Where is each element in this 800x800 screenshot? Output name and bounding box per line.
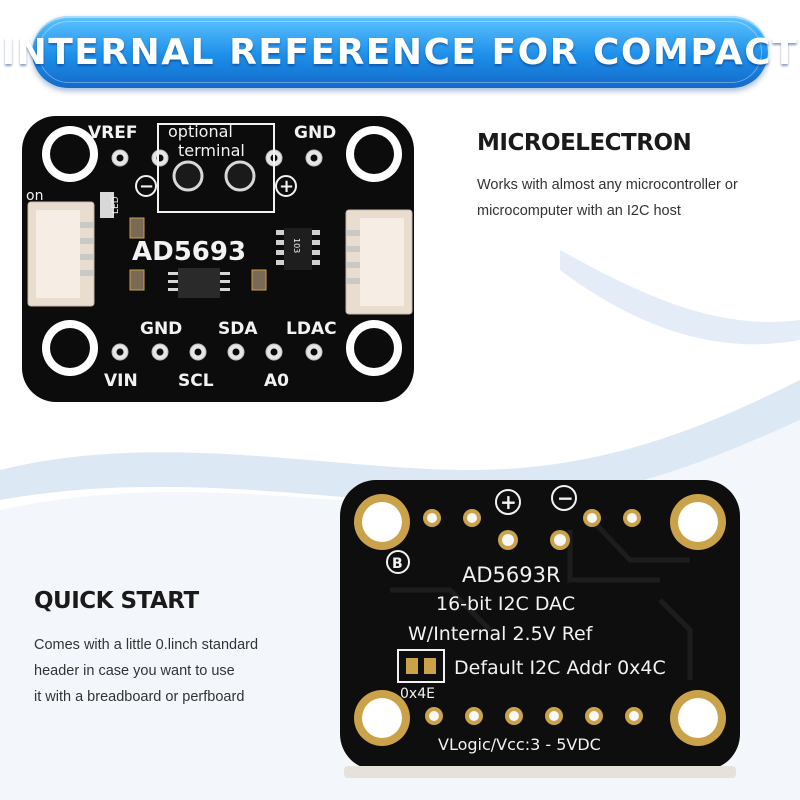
body-line: it with a breadboard or perfboard <box>34 689 245 705</box>
label-vref: VREF <box>88 123 137 143</box>
b-mark-circle <box>386 550 410 574</box>
led-indicator: LED <box>100 192 121 218</box>
capacitor <box>129 217 145 239</box>
label-sda: SDA <box>218 319 258 339</box>
section-heading-microelectron: MICROELECTRON <box>477 130 692 156</box>
stemma-connector-left <box>27 201 95 307</box>
pcb-edge <box>344 766 736 778</box>
dac-chip <box>168 268 230 298</box>
board-back-photo: + − B AD5693R 16-bit I2C DAC W/Internal … <box>330 470 750 790</box>
back-top-pads <box>423 509 641 550</box>
terminal-pad-plus <box>224 160 256 192</box>
section-body-quick-start: Comes with a little 0.linch standard hea… <box>34 632 258 710</box>
label-ldac: LDAC <box>286 319 337 339</box>
pcb-traces <box>390 518 693 680</box>
minus-circle-back <box>551 485 577 511</box>
body-line: Works with almost any microcontroller or <box>477 177 738 193</box>
label-optional: optional <box>168 122 233 141</box>
label-minus: − <box>139 176 154 197</box>
back-description: 16-bit I2C DAC <box>436 593 575 615</box>
mounting-holes <box>42 126 402 376</box>
back-b-mark: B <box>392 556 403 572</box>
back-vlogic: VLogic/Vcc:3 - 5VDC <box>438 735 601 754</box>
capacitor <box>129 269 145 291</box>
mounting-holes-back <box>354 494 726 746</box>
title-banner: INTERNAL REFERENCE FOR COMPACT <box>2 16 797 88</box>
label-vin: VIN <box>104 371 138 391</box>
pcb-back <box>340 480 740 770</box>
jumper-label: 0x4E <box>400 686 435 702</box>
address-jumper <box>397 649 445 683</box>
board-front-photo: VREF optional terminal GND − + on LED <box>18 110 418 410</box>
chip-name-front: AD5693 <box>132 237 246 267</box>
body-line: header in case you want to use <box>34 663 235 679</box>
plus-circle-back <box>495 489 521 515</box>
resistor-array: 103 <box>276 228 320 270</box>
label-led: LED <box>111 196 121 214</box>
pcb-front <box>22 116 414 402</box>
back-minus: − <box>557 486 574 510</box>
label-gnd-bottom: GND <box>140 319 182 339</box>
stemma-connector-right <box>345 209 413 315</box>
back-bottom-pads <box>425 707 643 725</box>
body-line: microcomputer with an I2C host <box>477 203 681 219</box>
back-address: Default I2C Addr 0x4C <box>454 657 666 679</box>
label-on: on <box>26 188 43 204</box>
banner-title: INTERNAL REFERENCE FOR COMPACT <box>1 31 799 73</box>
label-gnd-top: GND <box>294 123 336 143</box>
label-scl: SCL <box>178 371 214 391</box>
resistor-code: 103 <box>292 238 301 253</box>
label-a0: A0 <box>264 371 289 391</box>
body-line: Comes with a little 0.linch standard <box>34 637 259 653</box>
plus-circle <box>275 175 297 197</box>
back-reference: W/Internal 2.5V Ref <box>408 623 594 645</box>
top-header-pads <box>111 149 323 167</box>
minus-circle <box>135 175 157 197</box>
capacitor <box>251 269 267 291</box>
label-plus: + <box>279 176 294 197</box>
terminal-pad-minus <box>172 160 204 192</box>
section-body-microelectron: Works with almost any microcontroller or… <box>477 172 738 224</box>
back-part-number: AD5693R <box>462 563 561 587</box>
banner-border <box>38 21 762 83</box>
terminal-outline <box>157 123 275 213</box>
section-heading-quick-start: QUICK START <box>34 588 199 614</box>
back-plus: + <box>500 490 517 514</box>
label-terminal: terminal <box>178 141 245 160</box>
